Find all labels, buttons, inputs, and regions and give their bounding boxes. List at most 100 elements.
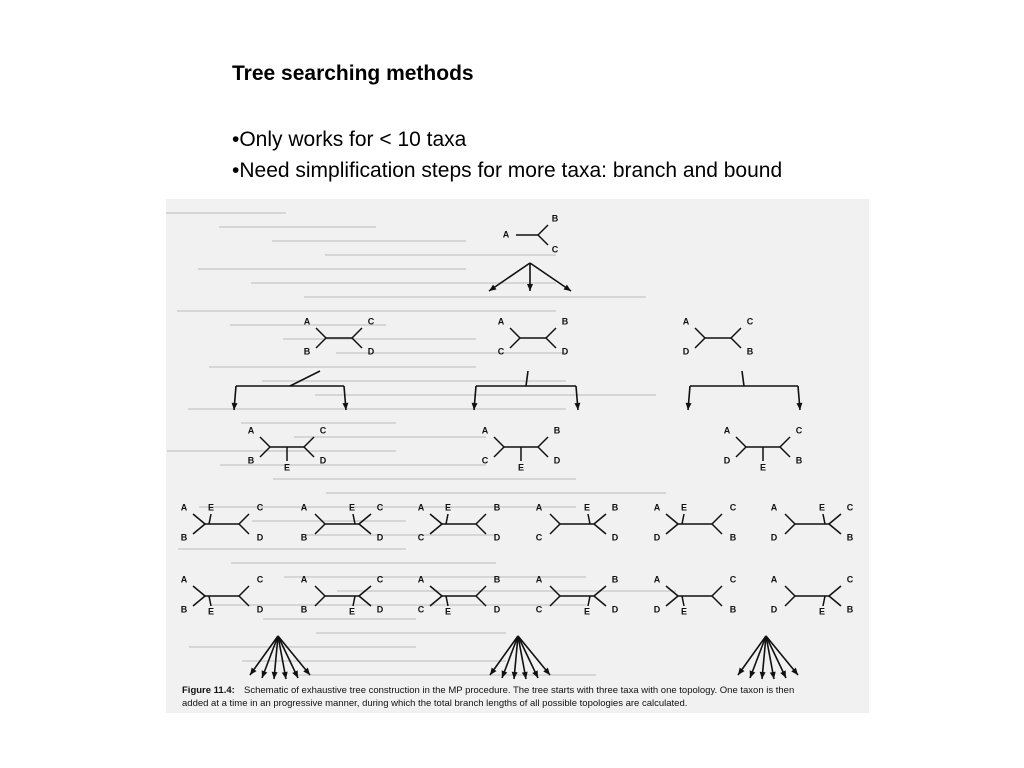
taxon-label: A bbox=[181, 502, 188, 512]
taxon-label: E bbox=[760, 462, 766, 472]
figure-caption-label: Figure 11.4: bbox=[182, 685, 235, 696]
tree-branch bbox=[665, 585, 679, 597]
taxon-label: A bbox=[654, 574, 661, 584]
tree-branch bbox=[259, 436, 271, 448]
arrowhead bbox=[796, 402, 803, 410]
figure-caption-line-2: added at a time in an progressive manner… bbox=[182, 698, 687, 709]
taxon-label: D bbox=[562, 346, 569, 356]
taxon-label: C bbox=[257, 574, 264, 584]
taxon-label: E bbox=[445, 502, 451, 512]
bullet-item: •Need simplification steps for more taxa… bbox=[232, 159, 783, 182]
tree-branch bbox=[314, 585, 326, 597]
taxon-label: B bbox=[494, 502, 501, 512]
tree-branch bbox=[779, 436, 791, 448]
taxon-label: E bbox=[208, 606, 214, 616]
arrow bbox=[529, 262, 572, 292]
tree-branch bbox=[315, 327, 327, 339]
tree-branch bbox=[445, 513, 449, 525]
tree-branch bbox=[784, 595, 796, 607]
taxon-label: D bbox=[320, 455, 327, 465]
tree-branch bbox=[303, 436, 315, 448]
tree-branch bbox=[192, 585, 206, 597]
tree-branch bbox=[711, 595, 723, 607]
tree-branch bbox=[779, 446, 791, 458]
arrow bbox=[277, 635, 311, 676]
tree-branch bbox=[549, 585, 561, 597]
figure-caption-line-1: Schematic of exhaustive tree constructio… bbox=[244, 685, 794, 696]
taxon-label: C bbox=[552, 244, 559, 254]
taxon-label: C bbox=[747, 316, 754, 326]
tree-branch bbox=[549, 523, 561, 535]
taxon-label: C bbox=[377, 574, 384, 584]
taxon-label: B bbox=[181, 532, 188, 542]
tree-branch bbox=[358, 513, 372, 525]
taxon-label: E bbox=[681, 606, 687, 616]
taxon-label: B bbox=[494, 574, 501, 584]
tree-branch bbox=[238, 585, 250, 597]
arrowhead bbox=[342, 402, 349, 410]
tree-branch bbox=[735, 436, 747, 448]
taxon-label: D bbox=[554, 455, 561, 465]
tree-branch bbox=[358, 585, 372, 597]
tree-branch bbox=[475, 523, 487, 535]
taxon-label: C bbox=[536, 532, 543, 542]
tree-branch bbox=[593, 585, 607, 597]
tree-branch bbox=[352, 513, 356, 525]
arrow bbox=[489, 635, 519, 676]
arrow bbox=[517, 635, 551, 676]
taxon-label: D bbox=[368, 346, 375, 356]
taxon-label: A bbox=[181, 574, 188, 584]
arrowhead bbox=[521, 671, 528, 679]
tree-branch bbox=[208, 595, 212, 607]
tree-branch bbox=[549, 595, 561, 607]
taxon-label: E bbox=[445, 606, 451, 616]
taxon-label: C bbox=[536, 604, 543, 614]
arrowhead bbox=[543, 667, 550, 675]
arrowhead bbox=[281, 671, 288, 679]
tree-branch bbox=[694, 327, 706, 339]
tree-branch bbox=[303, 446, 315, 458]
arrow-layer bbox=[231, 262, 803, 680]
taxon-label: E bbox=[819, 502, 825, 512]
taxon-label: B bbox=[181, 604, 188, 614]
taxon-label: C bbox=[377, 502, 384, 512]
arrow bbox=[761, 635, 767, 680]
tree-branch bbox=[493, 436, 505, 448]
tree-branch bbox=[475, 513, 487, 525]
tree-branch bbox=[429, 585, 443, 597]
taxon-label: A bbox=[418, 574, 425, 584]
taxon-label: D bbox=[771, 532, 778, 542]
taxon-label: B bbox=[562, 316, 569, 326]
taxon-label: D bbox=[654, 604, 661, 614]
arrow bbox=[261, 635, 279, 679]
tree-branch bbox=[593, 523, 607, 535]
tree-branch bbox=[681, 595, 685, 607]
taxon-label: E bbox=[584, 502, 590, 512]
taxon-label: D bbox=[724, 455, 731, 465]
taxon-label: C bbox=[796, 425, 803, 435]
taxon-label: B bbox=[301, 604, 308, 614]
taxon-label: C bbox=[730, 502, 737, 512]
arrow bbox=[737, 635, 767, 676]
arrowhead bbox=[738, 667, 745, 675]
tree-branch bbox=[593, 595, 607, 607]
taxon-label: B bbox=[552, 213, 559, 223]
tree-branch bbox=[587, 513, 591, 525]
taxon-label: D bbox=[257, 532, 264, 542]
arrow bbox=[765, 635, 775, 680]
arrowhead bbox=[685, 402, 692, 410]
taxon-label: C bbox=[730, 574, 737, 584]
tree-branch bbox=[509, 327, 521, 339]
taxon-label: C bbox=[418, 604, 425, 614]
tree-branch bbox=[537, 436, 549, 448]
arrow bbox=[517, 635, 539, 679]
bleed-through-texture bbox=[166, 212, 676, 676]
tree-branch bbox=[784, 513, 796, 525]
taxon-label: D bbox=[654, 532, 661, 542]
taxon-label: A bbox=[683, 316, 690, 326]
tree-branch bbox=[730, 337, 742, 349]
tree-branch bbox=[314, 595, 326, 607]
taxon-label: B bbox=[730, 604, 737, 614]
